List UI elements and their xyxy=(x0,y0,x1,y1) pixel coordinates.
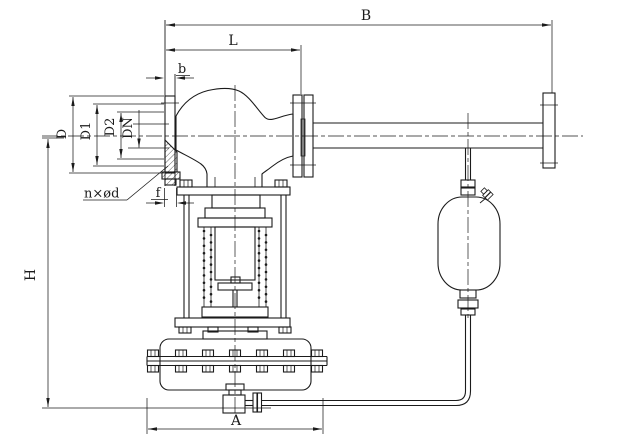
dim-label-L: L xyxy=(228,33,237,49)
spring-left xyxy=(202,227,213,307)
impulse-tube xyxy=(245,315,472,413)
bottom-port-block xyxy=(222,394,246,414)
bleed-screw-icon xyxy=(479,187,494,204)
callout-bolt-holes: n×ød xyxy=(83,165,169,202)
dimension-D1: D1 xyxy=(79,103,164,167)
dimension-D: D xyxy=(55,95,164,174)
bonnet-bolt-right xyxy=(274,179,288,188)
dimension-B: B xyxy=(166,8,553,93)
bonnet-bolt-left xyxy=(179,179,193,188)
dim-label-D1: D1 xyxy=(79,122,94,141)
yoke-nut-right xyxy=(278,326,292,334)
dim-label-b: b xyxy=(178,62,186,77)
dimension-f: f xyxy=(146,186,194,207)
dimension-H: H xyxy=(23,137,271,409)
diaphragm-actuator xyxy=(146,338,328,414)
valve-body xyxy=(175,87,294,187)
condensate-tank xyxy=(437,148,501,316)
dimension-L: L xyxy=(166,33,302,94)
dim-label-B: B xyxy=(361,8,371,24)
outlet-pipe xyxy=(313,122,543,149)
yoke-nut-left xyxy=(178,326,192,334)
band-bolts xyxy=(146,349,324,373)
dim-label-DN: DN xyxy=(121,117,136,139)
dim-label-D2: D2 xyxy=(103,118,118,137)
inlet-flange xyxy=(161,20,181,186)
dimension-b: b xyxy=(146,62,194,80)
dimension-D2: D2 xyxy=(103,111,164,160)
dim-label-A: A xyxy=(230,413,242,429)
dim-label-f: f xyxy=(156,186,162,201)
outlet-flange-pair xyxy=(290,94,316,178)
end-flange xyxy=(540,92,558,169)
dimension-DN: DN xyxy=(121,110,169,149)
spring-right xyxy=(257,227,268,307)
dim-label-bolt-holes: n×ød xyxy=(84,187,119,202)
spring-yoke xyxy=(174,179,292,340)
dim-label-D: D xyxy=(55,129,70,139)
dimension-A: A xyxy=(146,398,324,434)
dim-label-H: H xyxy=(23,269,39,281)
